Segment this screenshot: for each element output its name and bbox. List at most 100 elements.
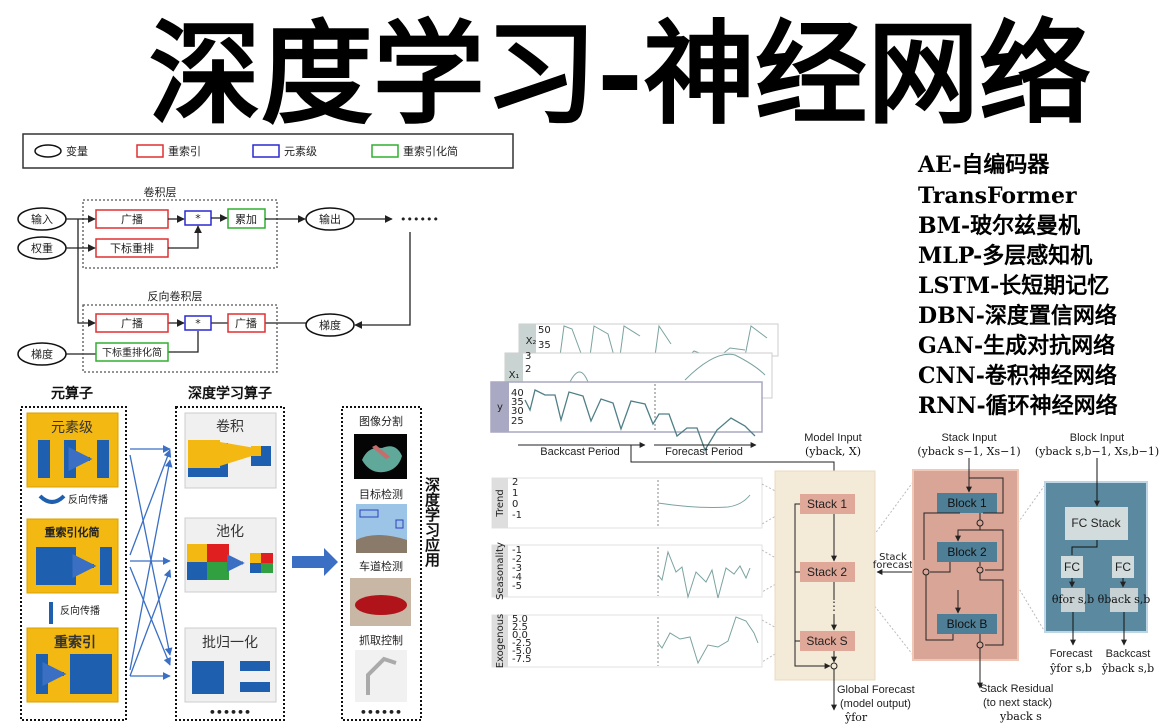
svg-text:-2: -2 bbox=[512, 554, 522, 565]
legend-label: 重索引 bbox=[168, 144, 201, 158]
svg-text:0: 0 bbox=[512, 499, 518, 510]
fc-backcast bbox=[1112, 556, 1134, 578]
backprop-label: 反向传播 bbox=[60, 604, 100, 617]
input-node: 输入 bbox=[31, 212, 53, 226]
svg-text:2.5: 2.5 bbox=[512, 622, 528, 633]
gradient-node: 梯度 bbox=[319, 318, 341, 332]
dl-operators-title: 深度学习算子 bbox=[188, 385, 272, 402]
model-input-label: Model Input bbox=[804, 432, 861, 444]
svg-text:-7.5: -7.5 bbox=[512, 654, 532, 665]
svg-text:θfor s,b: θfor s,b bbox=[1052, 593, 1094, 606]
conv-diagram: 卷积层 输入 权重 广播 下标重排 * 累加 输出 •••••• bbox=[17, 185, 439, 373]
reindex-reduce-op: 下标重排化简 bbox=[102, 346, 162, 359]
theta-forecast bbox=[1061, 588, 1085, 612]
svg-text:FC Stack: FC Stack bbox=[1071, 516, 1121, 530]
svg-text:-2.5: -2.5 bbox=[512, 638, 532, 649]
gradient-input-node: 梯度 bbox=[31, 347, 53, 361]
backprop-label: 反向传播 bbox=[68, 493, 108, 506]
svg-text:θback s,b: θback s,b bbox=[1098, 593, 1151, 606]
multiply-op: * bbox=[195, 317, 201, 330]
series-panel-y: y 40 35 30 25 bbox=[490, 381, 763, 452]
multiply-op: * bbox=[195, 212, 201, 225]
svg-text:Block 1: Block 1 bbox=[947, 496, 987, 510]
svg-text:35: 35 bbox=[511, 397, 524, 408]
forecast-label: Forecast bbox=[1050, 648, 1093, 660]
global-forecast-math: ŷfor bbox=[844, 711, 868, 724]
svg-text:Block B: Block B bbox=[947, 617, 988, 631]
network-item: CNN-卷积神经网络 bbox=[918, 363, 1117, 389]
legend-green-rect-icon bbox=[371, 144, 399, 158]
svg-text:-1: -1 bbox=[512, 545, 522, 556]
meta-card-elementwise: 元素级 bbox=[26, 412, 119, 488]
dl-ellipsis: •••••• bbox=[209, 706, 251, 719]
stack-1 bbox=[800, 494, 855, 514]
dl-card-convolution: 卷积 bbox=[184, 412, 277, 489]
component-panel-seasonality: Seasonality -1 -2 -3 -4 -5 bbox=[491, 542, 763, 600]
svg-text:30: 30 bbox=[511, 406, 524, 417]
operators-diagram: 元算子 深度学习算子 元素级 反向传播 重索引化简 反向传播 重索引 bbox=[20, 385, 441, 721]
apps-title: 深度学习应用 bbox=[423, 476, 441, 568]
stack-forecast-label: Stack bbox=[879, 552, 907, 563]
network-list: AE-自编码器 TransFormer BM-玻尔兹曼机 MLP-多层感知机 L… bbox=[917, 152, 1118, 419]
svg-text:1: 1 bbox=[512, 488, 518, 499]
backcast-label: Backcast bbox=[1106, 648, 1151, 660]
svg-text:-4: -4 bbox=[512, 572, 522, 583]
block-b bbox=[937, 614, 997, 634]
broadcast-back-op: 广播 bbox=[235, 316, 257, 330]
network-item: AE-自编码器 bbox=[917, 152, 1050, 178]
network-item: LSTM-长短期记忆 bbox=[918, 273, 1109, 299]
svg-text:重索引化简: 重索引化简 bbox=[45, 525, 100, 539]
ellipsis: •••••• bbox=[400, 213, 439, 226]
svg-text:X₁: X₁ bbox=[509, 370, 520, 381]
block-1 bbox=[937, 493, 997, 513]
legend-label: 变量 bbox=[66, 144, 88, 158]
stack-2 bbox=[800, 562, 855, 582]
theta-backcast bbox=[1110, 588, 1138, 612]
forward-title: 卷积层 bbox=[144, 185, 177, 199]
svg-text:重索引: 重索引 bbox=[54, 634, 96, 651]
svg-text:35: 35 bbox=[538, 340, 551, 351]
app-label: 图像分割 bbox=[359, 414, 403, 428]
stack-input-label: Stack Input bbox=[941, 432, 996, 444]
stack-residual-label: Stack Residual bbox=[980, 683, 1053, 695]
model-output-label: (model output) bbox=[840, 698, 911, 710]
svg-text:Exogenous: Exogenous bbox=[495, 614, 506, 669]
svg-text:-1: -1 bbox=[512, 510, 522, 521]
svg-text:0.0: 0.0 bbox=[512, 630, 528, 641]
output-node: 输出 bbox=[319, 212, 341, 226]
weight-node: 权重 bbox=[31, 241, 53, 255]
svg-text:-3: -3 bbox=[512, 563, 522, 574]
accumulate-op: 累加 bbox=[235, 213, 257, 226]
fc-stack bbox=[1065, 507, 1128, 540]
stack-forecast-label: forecast bbox=[873, 560, 914, 571]
svg-text:2: 2 bbox=[512, 477, 518, 488]
legend-label: 重索引化简 bbox=[403, 144, 458, 158]
meta-operators-title: 元算子 bbox=[51, 385, 93, 402]
dl-card-pooling: 池化 bbox=[184, 517, 277, 593]
stack-ellipsis: ⋮ bbox=[828, 599, 840, 613]
stack-input-math: (yback s−1, Xs−1) bbox=[917, 445, 1020, 458]
svg-text:池化: 池化 bbox=[216, 524, 244, 540]
svg-text:Stack S: Stack S bbox=[806, 634, 847, 648]
app-label: 车道检测 bbox=[359, 559, 403, 573]
legend-ellipse-icon bbox=[34, 144, 62, 158]
backprop-arc-icon bbox=[38, 494, 66, 504]
svg-text:5.0: 5.0 bbox=[512, 614, 528, 625]
component-panel-exogenous: Exogenous 5.0 2.5 0.0 -2.5 -5.0 -7.5 bbox=[491, 614, 763, 669]
forecast-period-label: Forecast Period bbox=[665, 446, 743, 458]
svg-text:40: 40 bbox=[511, 388, 524, 399]
page-title: 深度学习-神经网络 bbox=[149, 9, 1091, 140]
svg-text:Seasonality: Seasonality bbox=[495, 542, 506, 600]
operator-mapping-arrows bbox=[129, 445, 173, 680]
big-arrow-icon bbox=[292, 548, 338, 576]
svg-text:批归一化: 批归一化 bbox=[202, 634, 258, 651]
svg-text:FC: FC bbox=[1064, 560, 1080, 574]
model-input-math: (yback, X) bbox=[805, 445, 861, 458]
legend-blue-rect-icon bbox=[252, 144, 280, 158]
stack-s bbox=[800, 631, 855, 651]
nbeats-diagram: X₂ 50 35 X₁ 3 2 y 40 35 30 25 Backcast P… bbox=[490, 323, 1159, 724]
stack-residual-math: yback s bbox=[999, 710, 1042, 723]
svg-text:25: 25 bbox=[511, 416, 524, 427]
app-label: 抓取控制 bbox=[359, 633, 403, 647]
